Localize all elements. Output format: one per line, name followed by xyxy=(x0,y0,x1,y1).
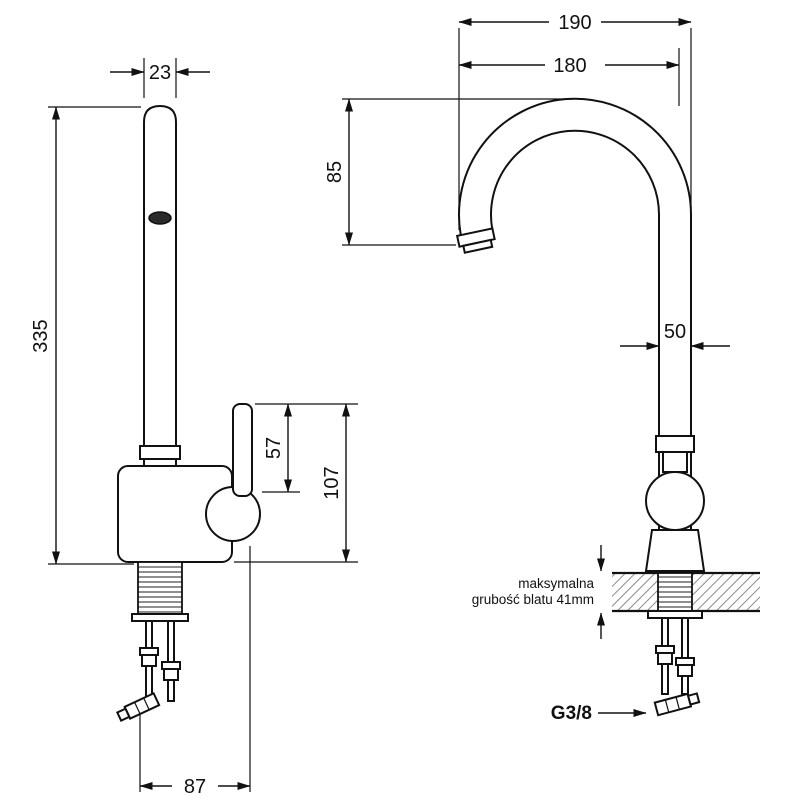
nut xyxy=(677,664,693,677)
thread-size-callout: G3/8 xyxy=(551,703,647,724)
dim-85-label: 85 xyxy=(324,161,346,183)
threaded-shank xyxy=(137,561,183,615)
dim-180-label: 180 xyxy=(553,55,586,77)
dim-50-label: 50 xyxy=(664,321,686,343)
mounting-hardware-front xyxy=(115,561,189,722)
spout-column xyxy=(143,104,177,471)
dim-57-label: 57 xyxy=(263,437,285,459)
dim-23-label: 23 xyxy=(149,62,171,84)
countertop-note-line1: maksymalna xyxy=(518,576,594,591)
countertop-thickness-note: maksymalna grubość blatu 41mm xyxy=(472,545,605,639)
spout-collar xyxy=(139,445,181,460)
gooseneck-tube-fill xyxy=(460,99,691,572)
thread-size-label: G3/8 xyxy=(551,703,592,724)
dim-87-label: 87 xyxy=(184,776,206,798)
handle-side xyxy=(644,435,706,572)
body-base xyxy=(644,529,706,572)
nut xyxy=(163,668,179,681)
gooseneck-tube-outline xyxy=(458,97,693,572)
dimension-pipe-width: 50 xyxy=(620,321,730,350)
washer xyxy=(675,657,695,666)
dim-335-label: 335 xyxy=(30,319,52,352)
dimension-spout-drop: 85 xyxy=(324,98,573,246)
mounting-stud xyxy=(681,617,689,695)
aerator-slot xyxy=(148,211,172,225)
mounting-flange xyxy=(647,610,703,619)
nut xyxy=(657,652,673,665)
nut xyxy=(141,654,157,667)
washer xyxy=(161,661,181,670)
dimension-spout-width: 23 xyxy=(110,58,210,98)
dim-107-label: 107 xyxy=(321,466,343,499)
mixer-cartridge-housing xyxy=(645,471,705,531)
side-view: 190 180 85 50 maksymalna grubość bla xyxy=(324,12,760,724)
dimension-total-height: 335 xyxy=(30,106,141,565)
spout-tip xyxy=(455,227,496,254)
front-view: 23 335 57 107 87 xyxy=(30,58,358,798)
mounting-hardware-side xyxy=(647,610,703,717)
threaded-shank-side xyxy=(657,572,693,612)
dim-190-label: 190 xyxy=(558,12,591,34)
countertop-note-line2: grubość blatu 41mm xyxy=(472,592,594,607)
mounting-flange xyxy=(131,613,189,622)
washer xyxy=(655,645,675,654)
hose-fitting xyxy=(115,691,161,722)
handle-joint xyxy=(205,486,261,542)
dimension-spout-reach: 180 xyxy=(458,48,680,106)
dimension-base-width: 87 xyxy=(139,546,251,798)
washer xyxy=(139,647,159,656)
dimension-handle-height: 57 xyxy=(255,403,358,493)
handle-lever xyxy=(232,403,253,497)
dimension-body-height: 107 xyxy=(234,403,358,563)
hose-fitting xyxy=(653,692,701,717)
